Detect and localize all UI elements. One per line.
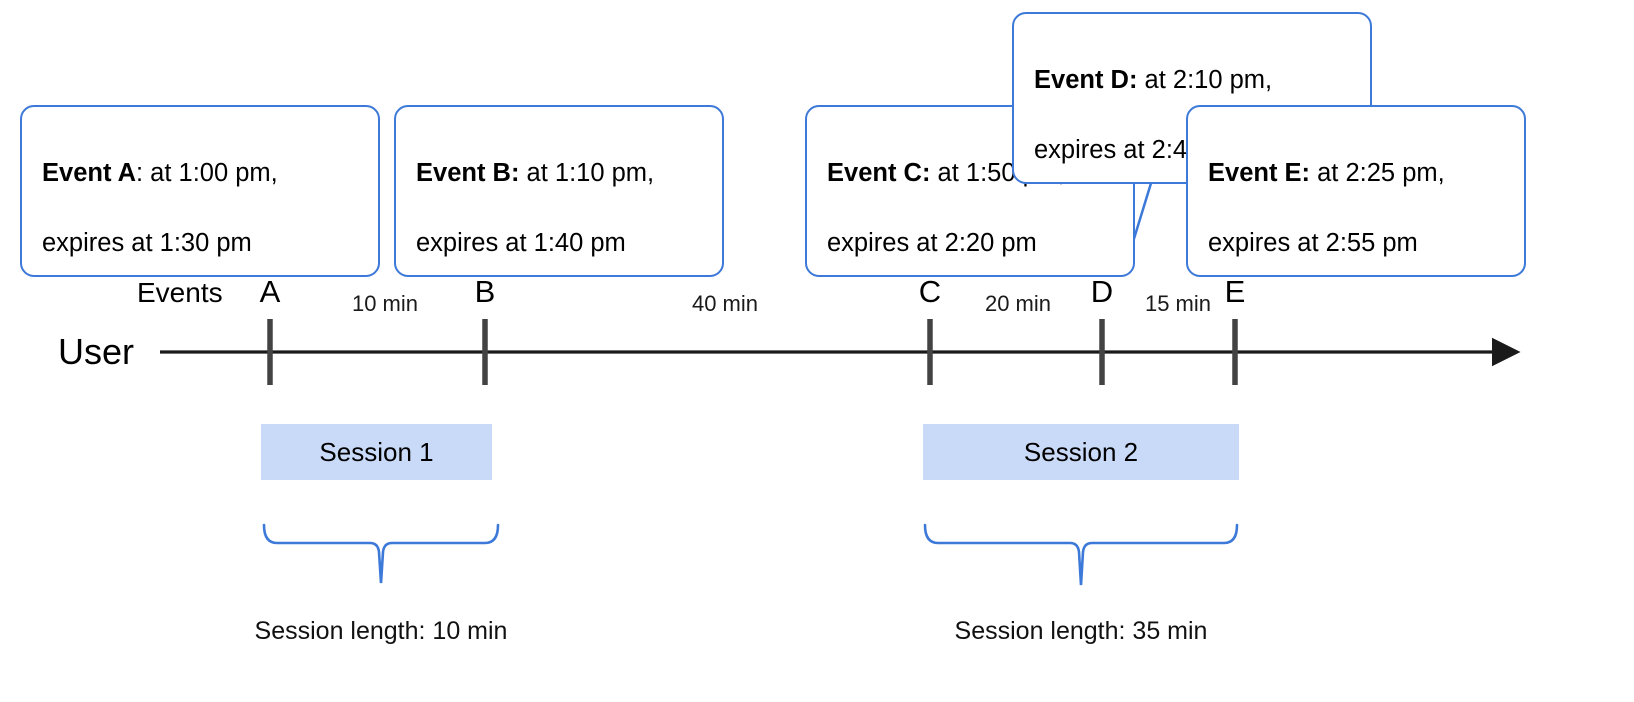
interval-label-b-c: 40 min bbox=[691, 291, 759, 316]
event-letter-e: E bbox=[1224, 274, 1246, 309]
callout-event-c-title: Event C: bbox=[827, 158, 931, 187]
session-2-length-caption: Session length: 35 min bbox=[954, 617, 1208, 645]
interval-label-c-d: 20 min bbox=[984, 291, 1052, 316]
callout-event-e: Event E: at 2:25 pm, expires at 2:55 pm bbox=[1186, 105, 1526, 277]
callout-event-a-line1: at 1:00 pm, bbox=[150, 158, 278, 187]
callout-event-c-sep bbox=[930, 159, 937, 187]
callout-event-a: Event A: at 1:00 pm, expires at 1:30 pm bbox=[20, 105, 380, 277]
session-1-length-caption: Session length: 10 min bbox=[254, 617, 508, 645]
events-row-label: Events bbox=[137, 277, 223, 308]
callout-event-a-title: Event A bbox=[42, 158, 136, 187]
session-bar-1: Session 1 bbox=[261, 424, 492, 480]
callout-event-b-line1: at 1:10 pm, bbox=[526, 158, 655, 187]
event-letter-a: A bbox=[259, 274, 281, 309]
callout-event-a-line2: expires at 1:30 pm bbox=[42, 228, 252, 257]
session-1-brace bbox=[262, 523, 500, 584]
session-bar-2-label: Session 2 bbox=[1023, 436, 1139, 467]
callout-event-d-sep bbox=[1137, 66, 1144, 94]
callout-event-b-sep bbox=[519, 159, 526, 187]
callout-event-c-line2: expires at 2:20 pm bbox=[827, 228, 1037, 257]
callout-event-e-title: Event E: bbox=[1208, 158, 1311, 187]
callout-event-d-title: Event D: bbox=[1034, 65, 1138, 94]
event-letter-b: B bbox=[474, 274, 496, 309]
callout-event-a-sep: : bbox=[136, 158, 151, 187]
callout-event-e-line1: at 2:25 pm, bbox=[1317, 158, 1445, 187]
event-letter-c: C bbox=[918, 274, 942, 309]
session-2-brace bbox=[923, 523, 1239, 586]
callout-event-e-line2: expires at 2:55 pm bbox=[1208, 228, 1418, 257]
callout-event-b-line2: expires at 1:40 pm bbox=[416, 228, 626, 257]
callout-event-d-line1: at 2:10 pm, bbox=[1144, 65, 1273, 94]
callout-event-b: Event B: at 1:10 pm, expires at 1:40 pm bbox=[394, 105, 724, 277]
event-letter-d: D bbox=[1090, 274, 1114, 309]
interval-label-d-e: 15 min bbox=[1144, 291, 1212, 316]
session-bar-2: Session 2 bbox=[923, 424, 1239, 480]
interval-label-a-b: 10 min bbox=[351, 291, 419, 316]
callout-event-b-title: Event B: bbox=[416, 158, 520, 187]
user-row-label: User bbox=[58, 331, 135, 372]
session-bar-1-label: Session 1 bbox=[319, 436, 434, 467]
